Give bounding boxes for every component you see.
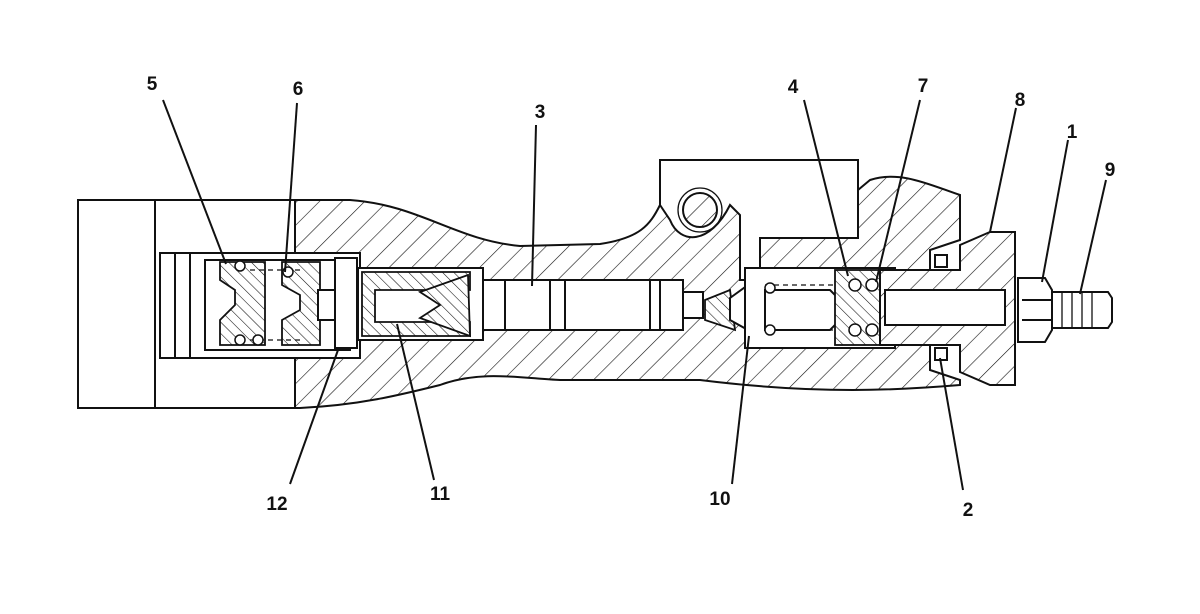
callout-3: 3 — [535, 102, 546, 123]
right-cartridge — [744, 267, 896, 349]
upper-lug — [659, 159, 859, 281]
spool-3 — [482, 279, 704, 331]
left-piston-group — [204, 257, 358, 351]
callout-5: 5 — [147, 74, 158, 95]
callout-11: 11 — [430, 484, 451, 505]
callout-8: 8 — [1015, 90, 1026, 111]
callout-1: 1 — [1067, 122, 1078, 143]
callout-7: 7 — [918, 76, 929, 97]
callout-12: 12 — [266, 494, 287, 515]
callout-9: 9 — [1105, 160, 1116, 181]
nut-and-fitting — [1017, 277, 1113, 343]
callout-10: 10 — [709, 489, 730, 510]
ball-check — [704, 283, 749, 332]
callout-6: 6 — [293, 79, 304, 100]
callout-4: 4 — [788, 77, 799, 98]
callout-labels: 1 2 3 4 5 6 7 8 9 10 11 12 — [147, 74, 1116, 521]
callout-2: 2 — [963, 500, 974, 521]
center-piston-11 — [357, 267, 484, 341]
leader-lines — [162, 99, 1107, 491]
